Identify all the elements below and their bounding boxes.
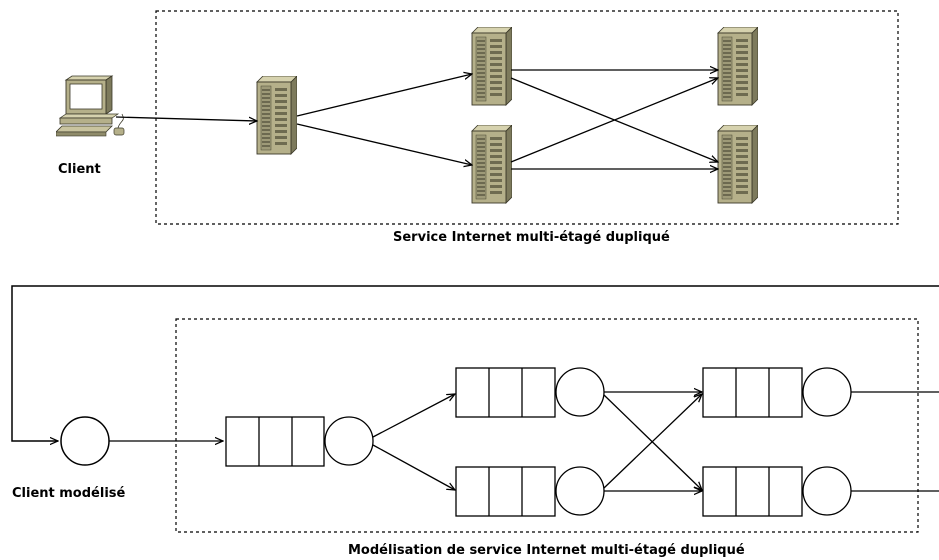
- feedback-loop-line: [11, 285, 939, 441]
- client-label: Client: [58, 162, 101, 177]
- server-tower-icon: [471, 125, 512, 204]
- model-connection-arrows: [372, 392, 939, 491]
- queue-stage-2a: [455, 367, 605, 418]
- server-tower-icon: [256, 76, 297, 155]
- top-connection-arrows: [115, 70, 718, 169]
- service-caption: Service Internet multi-étagé dupliqué: [393, 230, 670, 245]
- queue-stage-2b: [455, 466, 605, 517]
- model-caption: Modélisation de service Internet multi-é…: [348, 543, 745, 558]
- desktop-computer-icon: [56, 75, 125, 137]
- queue-stage-1: [225, 416, 374, 467]
- queue-stage-3b: [702, 466, 852, 517]
- service-boundary-box: [155, 10, 899, 225]
- server-tower-icon: [717, 125, 758, 204]
- queue-stage-3a: [702, 367, 852, 418]
- client-model-label: Client modélisé: [12, 486, 126, 501]
- model-boundary-box: [175, 318, 919, 533]
- server-tower-icon: [471, 27, 512, 106]
- client-model-node: [60, 416, 110, 466]
- server-tower-icon: [717, 27, 758, 106]
